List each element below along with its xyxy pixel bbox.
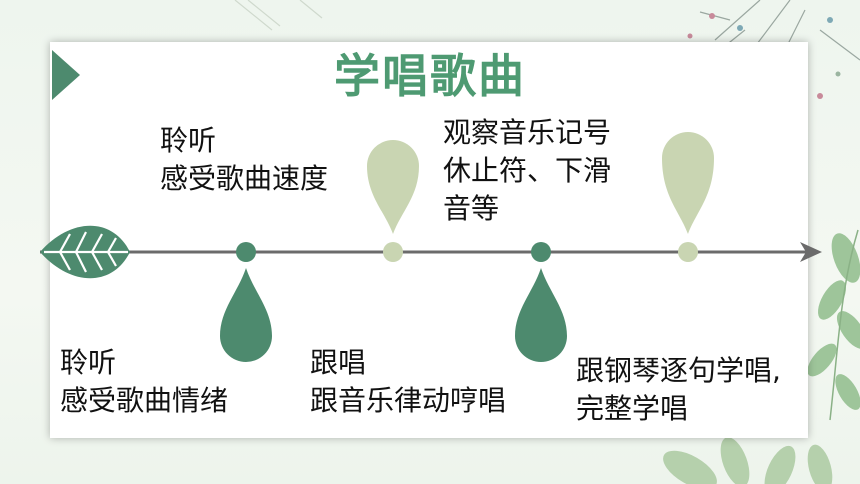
timeline-node-3: [531, 242, 551, 262]
bottom-leaves-icon: [663, 437, 833, 484]
step-2-text: 聆听 感受歌曲速度: [160, 122, 328, 198]
timeline-node-2: [383, 242, 403, 262]
step-3-line-1: 跟唱: [310, 346, 367, 379]
step-4-line-2: 休止符、下滑: [443, 154, 612, 187]
axis-arrow-icon: [800, 242, 822, 262]
timeline-node-4: [678, 242, 698, 262]
drop-above-2-icon: [367, 140, 419, 234]
step-1-line-1: 聆听: [60, 346, 117, 379]
corner-triangle-icon: [52, 50, 80, 100]
step-3-line-2: 跟音乐律动哼唱: [310, 384, 507, 417]
content-card: [50, 42, 808, 438]
drop-below-1-icon: [220, 268, 272, 362]
drop-below-3-icon: [515, 268, 567, 362]
step-4-line-1: 观察音乐记号: [443, 116, 612, 149]
step-4-text: 观察音乐记号 休止符、下滑 音等: [443, 114, 611, 228]
drop-above-4-icon: [662, 132, 714, 234]
leaf-icon: [40, 225, 130, 279]
step-5-text: 跟钢琴逐句学唱, 完整学唱: [576, 352, 781, 428]
step-2-line-1: 聆听: [160, 124, 217, 157]
slide-title: 学唱歌曲: [334, 49, 526, 103]
step-2-line-2: 感受歌曲速度: [160, 162, 329, 195]
step-1-line-2: 感受歌曲情绪: [60, 384, 229, 417]
step-5-line-1: 跟钢琴逐句学唱,: [576, 354, 781, 387]
step-1-text: 聆听 感受歌曲情绪: [60, 344, 228, 420]
step-5-line-2: 完整学唱: [576, 392, 689, 425]
top-left-strokes: [234, 0, 323, 31]
step-4-line-3: 音等: [443, 192, 500, 225]
timeline-node-1: [236, 242, 256, 262]
step-3-text: 跟唱 跟音乐律动哼唱: [310, 344, 506, 420]
